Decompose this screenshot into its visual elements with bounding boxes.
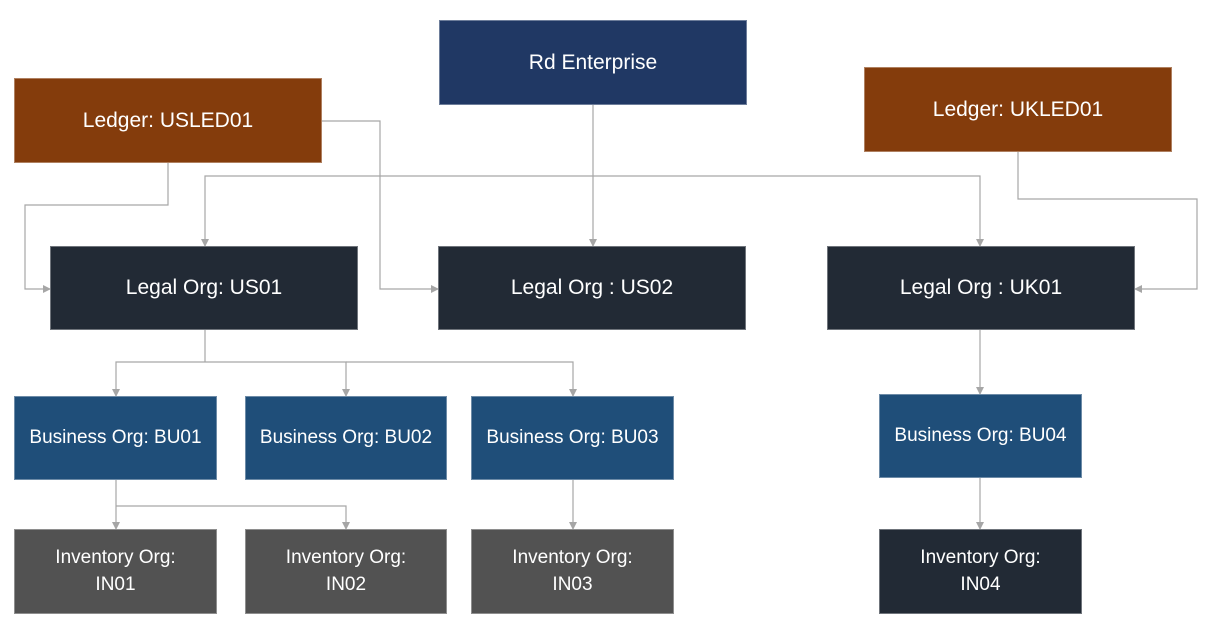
ledger-node-ukled01[interactable]: Ledger: UKLED01: [864, 67, 1172, 152]
connector-us01-bu03: [346, 361, 577, 397]
business-org-node-bu02[interactable]: Business Org: BU02: [245, 396, 447, 480]
inventory-org-title-in03: Inventory Org:: [512, 546, 633, 568]
legal-org-label-uk01: Legal Org : UK01: [899, 276, 1063, 300]
connector-ukled-uk01: [1017, 152, 1198, 293]
inventory-org-node-in04[interactable]: Inventory Org: IN04: [879, 529, 1082, 614]
ledger-node-usled01[interactable]: Ledger: USLED01: [14, 78, 322, 163]
connector-enterprise-uk01: [593, 175, 984, 247]
connector-usled-us01: [24, 163, 169, 293]
legal-org-node-uk01[interactable]: Legal Org : UK01: [827, 246, 1135, 330]
inventory-org-code-in04: IN04: [960, 573, 1001, 595]
inventory-org-node-in01[interactable]: Inventory Org: IN01: [14, 529, 217, 614]
inventory-org-code-in02: IN02: [325, 573, 367, 595]
inventory-org-code-in01: IN01: [95, 573, 136, 595]
inventory-org-title-in01: Inventory Org:: [55, 546, 176, 568]
inventory-org-code-in03: IN03: [552, 573, 593, 595]
inventory-org-node-in02[interactable]: Inventory Org: IN02: [245, 529, 447, 614]
enterprise-node[interactable]: Rd Enterprise: [439, 20, 747, 105]
legal-org-node-us02[interactable]: Legal Org : US02: [438, 246, 746, 330]
legal-org-label-us01: Legal Org: US01: [125, 276, 283, 300]
business-org-node-bu01[interactable]: Business Org: BU01: [14, 396, 217, 480]
business-org-node-bu04[interactable]: Business Org: BU04: [879, 394, 1082, 478]
ledger-label-ukled01: Ledger: UKLED01: [932, 97, 1104, 121]
ledger-label-usled01: Ledger: USLED01: [82, 108, 254, 132]
connector-usled-us02: [322, 120, 439, 293]
business-org-label-bu04: Business Org: BU04: [894, 424, 1067, 446]
inventory-org-title-in02: Inventory Org:: [285, 546, 407, 568]
business-org-node-bu03[interactable]: Business Org: BU03: [471, 396, 674, 480]
business-org-label-bu02: Business Org: BU02: [259, 426, 433, 448]
inventory-org-node-in03[interactable]: Inventory Org: IN03: [471, 529, 674, 614]
legal-org-node-us01[interactable]: Legal Org: US01: [50, 246, 358, 330]
connector-enterprise-us01: [201, 175, 593, 247]
connector-us01-bu02: [205, 361, 350, 397]
connector-bu01-in02: [116, 505, 350, 530]
business-org-label-bu03: Business Org: BU03: [486, 426, 659, 448]
enterprise-label: Rd Enterprise: [528, 50, 658, 74]
inventory-org-title-in04: Inventory Org:: [920, 546, 1041, 568]
legal-org-label-us02: Legal Org : US02: [510, 276, 674, 300]
connector-us01-bu01: [112, 361, 205, 397]
business-org-label-bu01: Business Org: BU01: [29, 426, 202, 448]
